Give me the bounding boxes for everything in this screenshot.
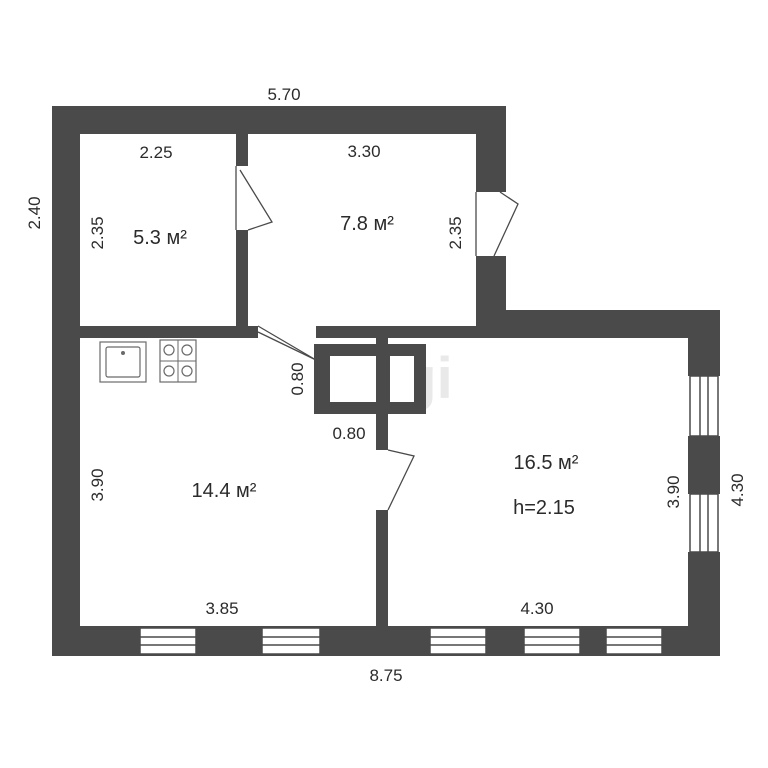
room-large-height: 3.90	[664, 475, 683, 508]
overall-left-height: 2.40	[25, 196, 44, 229]
overall-right-height: 4.30	[728, 473, 747, 506]
right-windows	[689, 375, 719, 553]
room-kitchen-area: 14.4 м²	[192, 480, 257, 502]
room-large-ceiling: h=2.15	[513, 497, 575, 519]
stove-block	[314, 344, 426, 414]
room-kitchen-width: 3.85	[205, 599, 238, 618]
room-kitchen-height: 3.90	[88, 468, 107, 501]
room-small-width: 2.25	[139, 143, 172, 162]
room-large-width: 4.30	[520, 599, 553, 618]
room-small-height: 2.35	[88, 216, 107, 249]
overall-top-width: 5.70	[267, 85, 300, 104]
room-middle-height: 2.35	[446, 216, 465, 249]
doors	[235, 166, 519, 511]
room-small-area: 5.3 м²	[133, 227, 187, 249]
kitchen-stove	[159, 339, 197, 383]
walls	[52, 106, 720, 656]
room-middle-area: 7.8 м²	[340, 213, 394, 235]
bottom-windows	[139, 627, 663, 655]
kitchen-sink	[99, 341, 147, 383]
room-middle-width: 3.30	[347, 142, 380, 161]
room-large-area: 16.5 м²	[514, 452, 579, 474]
door-left-height: 0.80	[288, 362, 307, 395]
overall-bottom-width: 8.75	[369, 666, 402, 685]
door-bottom-width: 0.80	[332, 424, 365, 443]
